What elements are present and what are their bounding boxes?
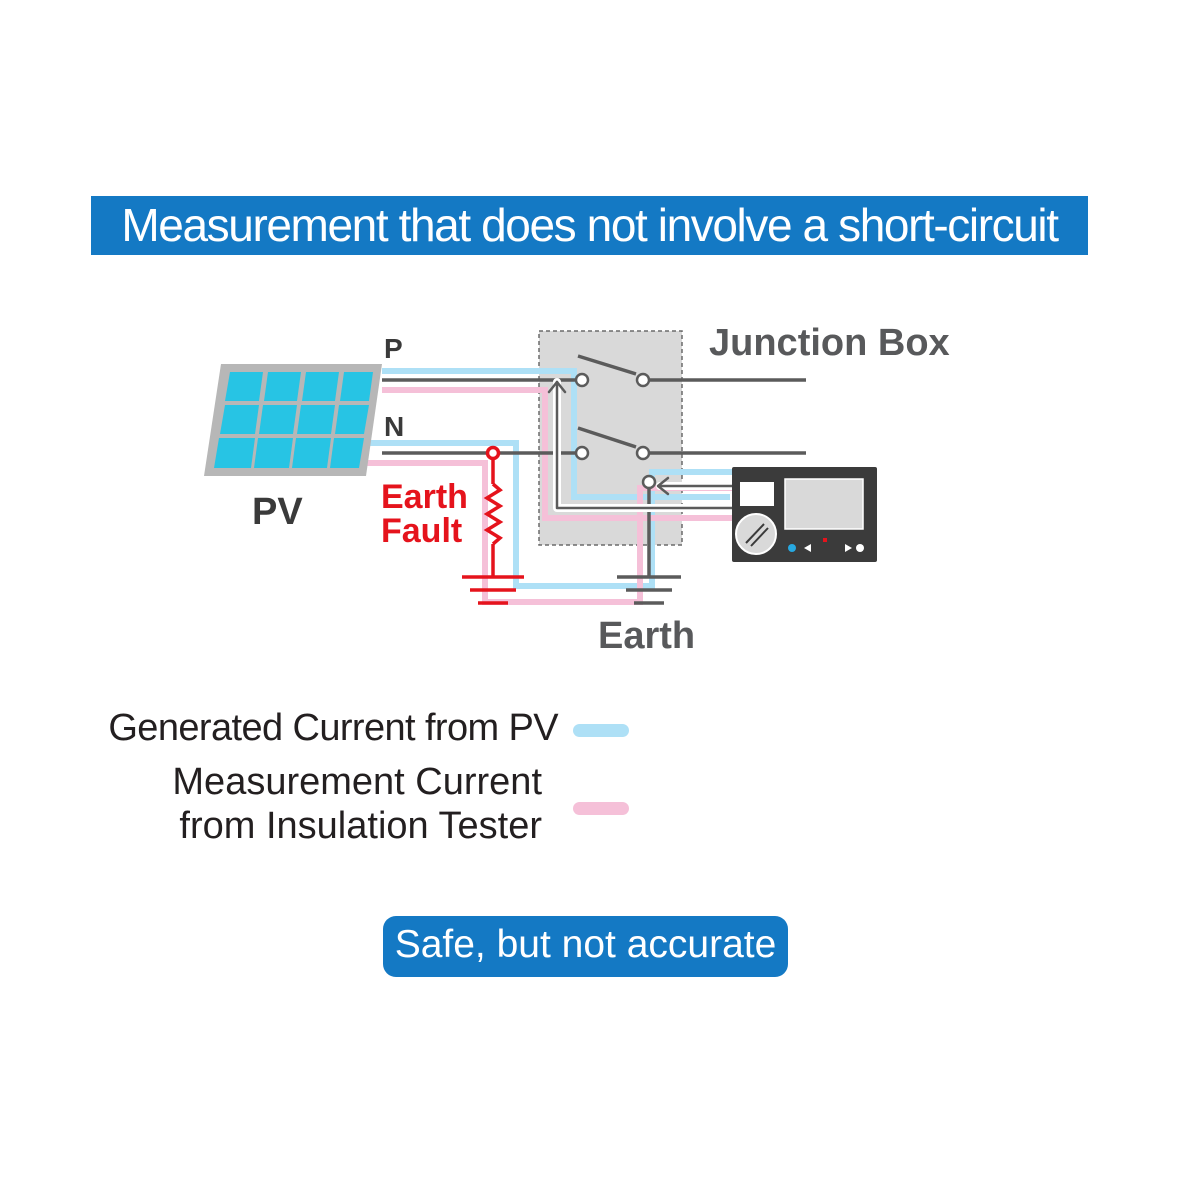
legend-measurement-swatch <box>573 802 629 815</box>
label-junction-box: Junction Box <box>709 322 950 364</box>
generated-current-paths <box>366 368 732 589</box>
legend-measurement-line2: from Insulation Tester <box>179 805 542 847</box>
label-n: N <box>384 411 404 442</box>
insulation-tester-icon <box>732 467 877 562</box>
pv-panel-icon <box>204 364 382 476</box>
result-badge: Safe, but not accurate <box>383 916 788 977</box>
legend-generated-swatch <box>573 724 629 737</box>
circuit-wires <box>382 354 806 605</box>
resistor-icon <box>483 482 504 546</box>
title-banner: Measurement that does not involve a shor… <box>91 196 1088 255</box>
measurement-arrow <box>547 378 736 512</box>
label-pv: PV <box>252 491 303 533</box>
legend-generated-label: Generated Current from PV <box>108 707 558 749</box>
label-earth-fault-line1: Earth <box>381 478 468 516</box>
legend-measurement-line1: Measurement Current <box>172 761 542 803</box>
label-earth-fault-line2: Fault <box>381 512 462 550</box>
switch-terminals <box>574 372 657 490</box>
legend-measurement-label: Measurement Current from Insulation Test… <box>172 760 542 848</box>
label-earth: Earth <box>598 615 695 657</box>
earth-fault <box>462 445 524 605</box>
label-p: P <box>384 333 403 364</box>
